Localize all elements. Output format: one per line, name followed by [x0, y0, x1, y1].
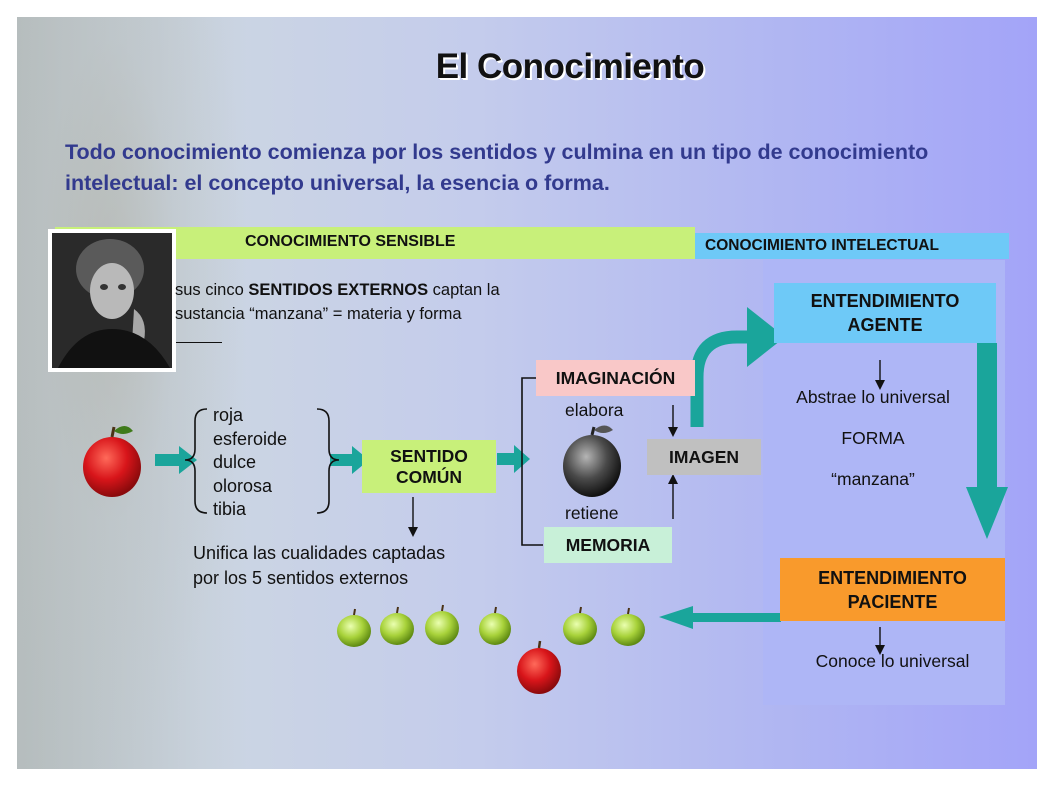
sentido-comun-line1: SENTIDO: [390, 445, 468, 466]
diagram-graphics: [83, 307, 1008, 694]
portrait-image: [52, 233, 172, 368]
conoce-text: Conoce lo universal: [815, 651, 970, 671]
sentido-comun-box: SENTIDO COMÚN: [362, 440, 496, 493]
senses-text-line2: sustancia “manzana” = materia y forma: [175, 305, 462, 323]
arrow-agente-to-paciente: [966, 343, 1008, 539]
portrait-frame: [48, 229, 176, 372]
quality-item: dulce: [213, 452, 257, 472]
arrow-qualities-to-sentido: [330, 446, 369, 474]
entendimiento-agente-box: ENTENDIMIENTO AGENTE: [774, 283, 996, 343]
imagen-box: IMAGEN: [647, 439, 761, 475]
green-apple-icon: [337, 608, 371, 647]
imaginacion-box: IMAGINACIÓN: [536, 360, 695, 396]
portrait-pointer-line: [176, 342, 222, 343]
green-apple-icon: [380, 606, 414, 645]
manzana-text: “manzana”: [831, 469, 915, 489]
green-apples-row: [337, 604, 645, 647]
quality-item: esferoide: [213, 428, 288, 449]
qualities-list: roja esferoide dulce olorosa tibia: [213, 404, 287, 522]
retiene-text: retiene: [565, 503, 619, 523]
red-apple-small-icon: [517, 640, 561, 694]
arrow-paciente-to-apples: [659, 606, 781, 629]
page-title: El Conocimiento: [435, 47, 705, 86]
green-apple-icon: [563, 606, 597, 645]
arrow-imagen-to-agente: [690, 307, 785, 427]
memoria-box: MEMORIA: [544, 527, 672, 563]
sentido-comun-line2: COMÚN: [395, 466, 463, 487]
arrow-apple-to-qualities: [155, 446, 197, 474]
intelectual-label: CONOCIMIENTO INTELECTUAL: [705, 237, 939, 254]
elabora-text: elabora: [565, 400, 624, 420]
abstrae-text: Abstrae lo universal: [796, 387, 950, 407]
background-figure: [17, 17, 247, 769]
intelectual-band: CONOCIMIENTO INTELECTUAL: [695, 233, 1009, 259]
sensible-label: CONOCIMIENTO SENSIBLE: [245, 233, 456, 250]
right-brace: [316, 408, 340, 514]
quality-item: tibia: [213, 499, 247, 519]
arrow-sentido-to-branch: [497, 445, 530, 473]
entendimiento-paciente-box: ENTENDIMIENTO PACIENTE: [780, 558, 1005, 621]
quality-item: roja: [213, 405, 244, 425]
forma-text: FORMA: [841, 428, 905, 448]
intro-text: Todo conocimiento comienza por los senti…: [65, 140, 929, 195]
gray-apple-icon: [563, 425, 621, 497]
left-brace: [184, 408, 208, 514]
green-apple-icon: [425, 604, 459, 645]
green-apple-icon: [479, 606, 511, 645]
red-apple-icon: [83, 426, 141, 497]
senses-text: sus cinco SENTIDOS EXTERNOS captan la: [175, 281, 500, 299]
quality-item: olorosa: [213, 475, 273, 496]
slide: El Conocimiento Todo conocimiento comien…: [17, 17, 1037, 769]
branch-bracket: [521, 377, 543, 546]
green-apple-icon: [611, 607, 645, 646]
unifica-text: Unifica las cualidades captadas por los …: [193, 543, 446, 588]
